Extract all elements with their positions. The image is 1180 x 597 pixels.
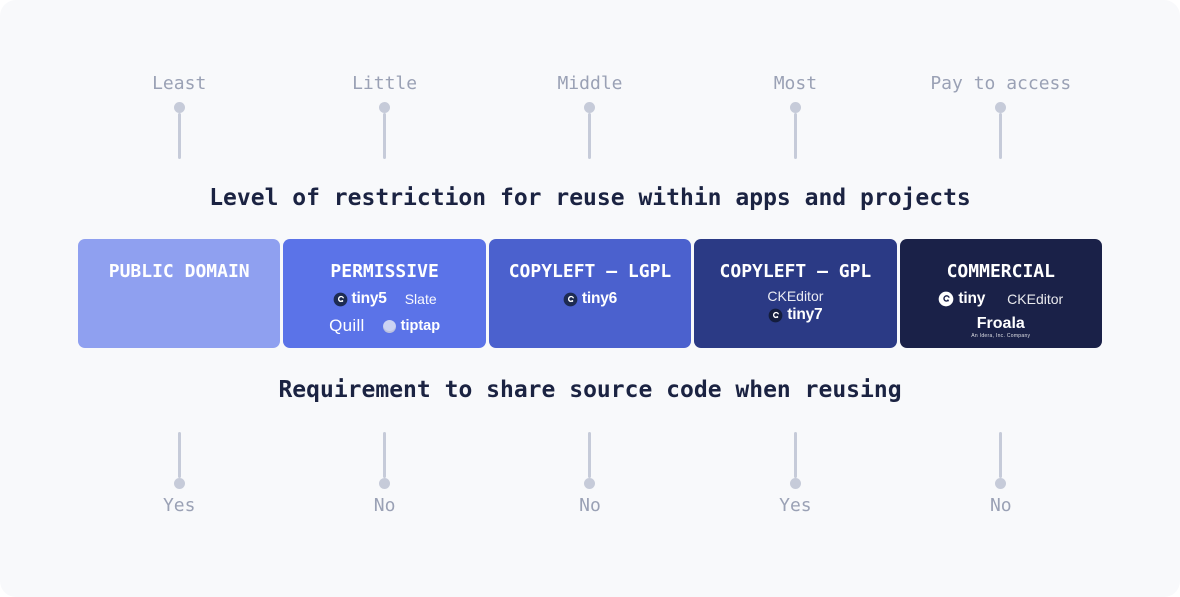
scale-dot [379,102,391,113]
tinymce-logo-icon [333,292,347,306]
tiptap-logo-icon [382,319,396,333]
scale-line [793,113,797,159]
ckeditor-logo: CKEditor [767,288,824,304]
scale-dot [789,102,801,113]
froala-logo-text: Froala [976,315,1025,332]
logo-row: tiny7 [768,306,823,324]
card-copyleft-lgpl: COPYLEFT — LGPL tiny6 [488,239,692,348]
card-title: COPYLEFT — GPL [719,261,872,282]
logo-row: CKEditor [767,288,823,304]
scale-label: Most [773,73,818,94]
scale-marker-most: Most [694,74,896,159]
card-title: PUBLIC DOMAIN [108,261,250,282]
share-source-scale: Yes No No Yes No [78,432,1102,515]
logo-row: Quill tiptap [329,316,440,336]
logo-row: tiny CKEditor [938,290,1063,308]
scale-label: No [373,495,396,516]
froala-logo: Froala An Idera, Inc. Company [971,315,1031,340]
scale-label: Middle [557,73,623,94]
scale-label: No [989,495,1012,516]
tinymce-logo-text: tiny6 [581,290,618,307]
scale-marker-yes: Yes [78,432,280,515]
scale-line [999,432,1003,478]
scale-dot [789,478,801,489]
logo-row: tiny6 [563,290,617,308]
scale-line [177,113,181,159]
scale-dot [379,478,391,489]
scale-line [793,432,797,478]
quill-logo: Quill [329,316,365,335]
scale-label: Pay to access [930,73,1072,94]
scale-dot [173,102,185,113]
card-commercial: COMMERCIAL tiny CKEditor Froala An Idera… [899,239,1102,348]
scale-dot [584,102,596,113]
scale-marker-no: No [900,432,1102,515]
card-title: COPYLEFT — LGPL [508,261,672,282]
tinymce-logo: tiny6 [563,290,617,308]
tinymce-logo-text: tiny7 [787,306,823,323]
card-copyleft-gpl: COPYLEFT — GPL CKEditor tiny7 [694,239,897,348]
logo-row: tiny5 Slate [333,290,437,308]
share-source-heading: Requirement to share source code when re… [278,377,902,403]
tinymce-logo-icon [768,308,783,322]
scale-marker-little: Little [283,74,485,159]
restriction-scale: Least Little Middle Most Pay to access [78,0,1102,159]
scale-marker-yes: Yes [694,432,896,515]
scale-line [588,113,592,159]
scale-dot [584,478,596,489]
logo-row: Froala An Idera, Inc. Company [971,315,1031,340]
scale-marker-no: No [489,432,691,515]
scale-line [383,432,387,478]
scale-dot [995,102,1007,113]
card-public-domain: PUBLIC DOMAIN [78,239,281,348]
scale-label: Little [352,73,418,94]
ckeditor-logo: CKEditor [1007,291,1064,307]
scale-marker-no: No [283,432,485,515]
froala-tagline: An Idera, Inc. Company [971,333,1031,339]
card-title: PERMISSIVE [330,261,439,282]
slate-logo: Slate [404,291,437,307]
scale-label: Yes [779,495,812,516]
card-title: COMMERCIAL [946,261,1055,282]
tinymce-logo: tiny [938,290,985,308]
tinymce-logo-icon [563,292,578,306]
scale-line [177,432,181,478]
scale-line [383,113,387,159]
tinymce-logo: tiny5 [333,290,387,308]
license-cards: PUBLIC DOMAIN PERMISSIVE tiny5 Slate Qui… [78,239,1102,348]
tinymce-logo-text: tiny5 [351,290,387,307]
scale-line [999,113,1003,159]
scale-line [588,432,592,478]
scale-dot [173,478,185,489]
scale-marker-middle: Middle [489,74,691,159]
tinymce-logo: tiny7 [768,306,823,324]
scale-label: Least [152,73,207,94]
scale-marker-pay-to-access: Pay to access [900,74,1102,159]
scale-label: Yes [162,495,196,516]
tinymce-logo-icon [939,291,954,307]
tinymce-logo-text: tiny [958,290,986,307]
scale-label: No [579,495,601,516]
tiptap-logo-text: tiptap [400,318,441,334]
tiptap-logo: tiptap [382,318,441,334]
scale-marker-least: Least [78,74,280,159]
restriction-heading: Level of restriction for reuse within ap… [209,185,971,211]
card-permissive: PERMISSIVE tiny5 Slate Quill tiptap [283,239,486,348]
scale-dot [995,478,1007,489]
